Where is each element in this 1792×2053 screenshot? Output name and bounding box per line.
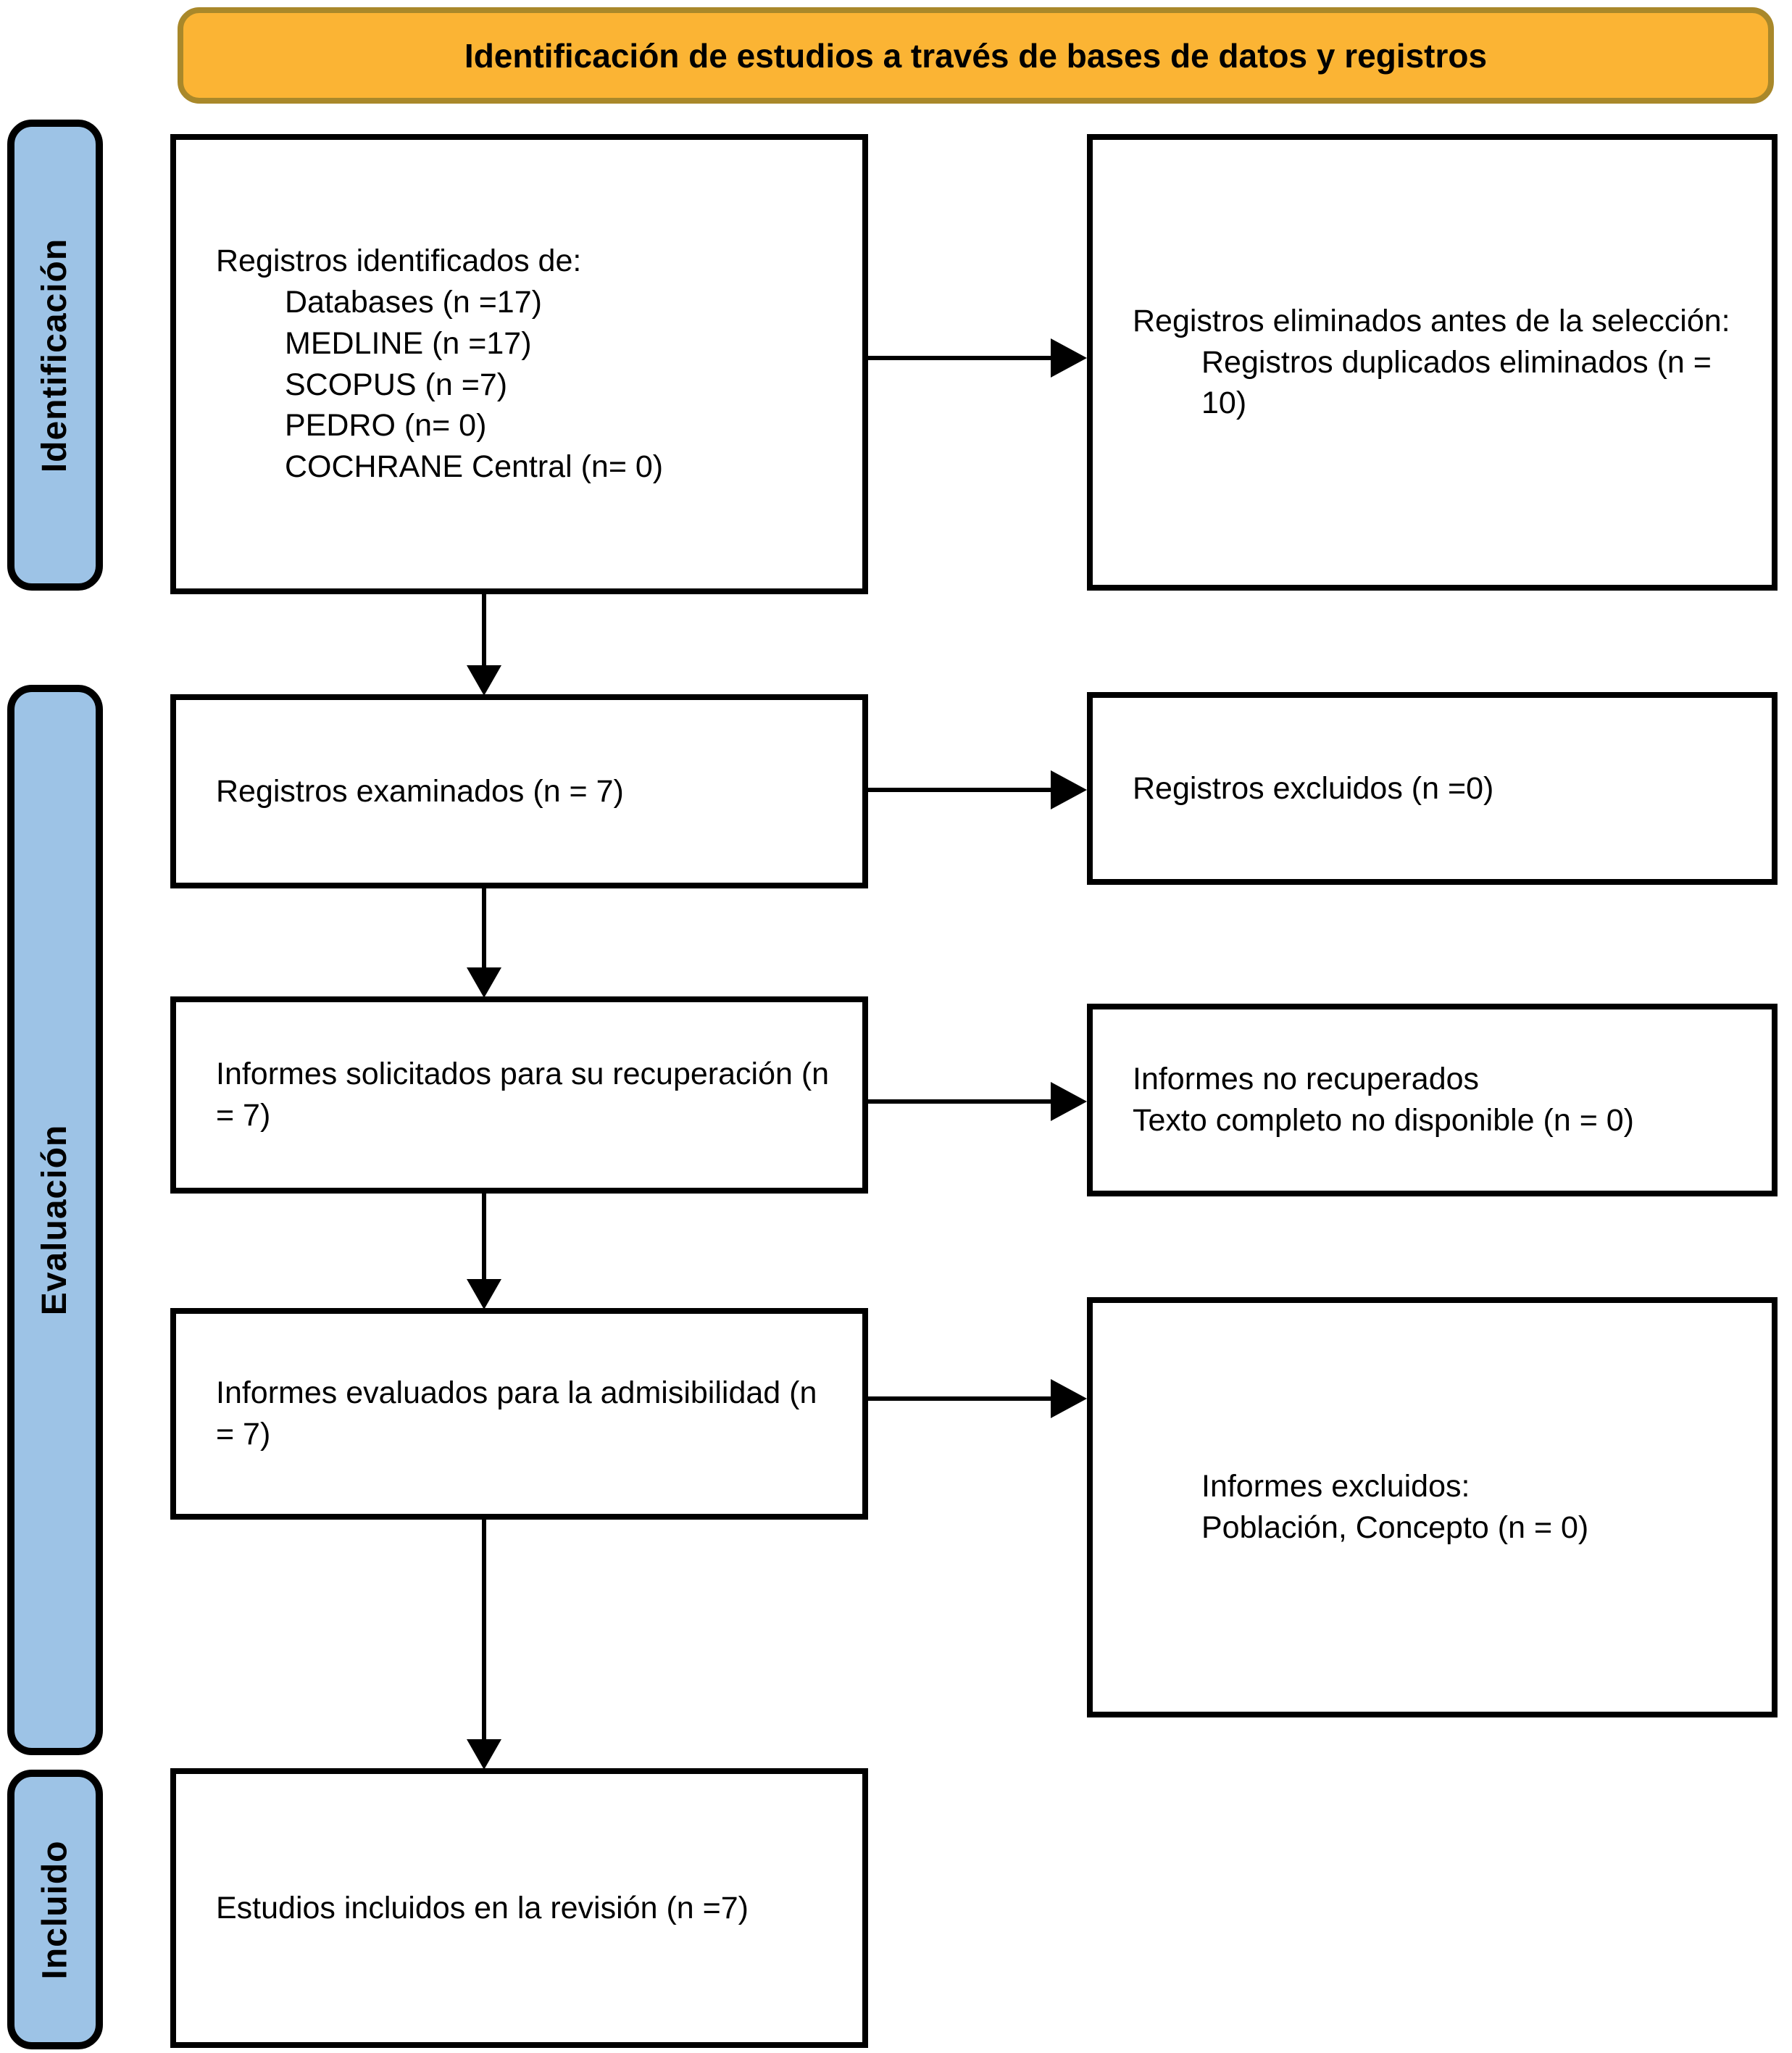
arrow-screened-to-excluded-line [867,788,1054,792]
reports-excluded-intro: Informes excluidos: [1201,1469,1470,1504]
reports-sought-text: Informes solicitados para su recuperació… [216,1057,830,1133]
arrow-identified-to-removed-line [867,356,1054,360]
arrow-identified-to-screened-line [482,594,486,668]
box-records-removed-before-screening: Registros eliminados antes de la selecci… [1087,134,1778,591]
records-excluded-text: Registros excluidos (n =0) [1133,770,1494,806]
stage-label-evaluation: Evaluación [7,685,103,1755]
arrow-assessed-to-included-line [482,1520,486,1742]
box-reports-assessed: Informes evaluados para la admisibilidad… [170,1308,868,1520]
arrow-screened-to-excluded-head [1051,770,1087,809]
records-identified-item: COCHRANE Central (n= 0) [285,449,664,484]
records-identified-item: SCOPUS (n =7) [285,367,508,402]
arrow-sought-to-assessed-line [482,1194,486,1282]
arrow-identified-to-removed-head [1051,338,1087,378]
arrow-assessed-to-reportsexcluded-head [1051,1379,1087,1418]
records-identified-item: PEDRO (n= 0) [285,408,487,444]
box-records-screened: Registros examinados (n = 7) [170,694,868,888]
reports-excluded-item: Población, Concepto (n = 0) [1201,1510,1589,1545]
records-screened-text: Registros examinados (n = 7) [216,773,624,809]
box-reports-excluded: Informes excluidos: Población, Concepto … [1087,1297,1778,1717]
box-reports-not-retrieved: Informes no recuperados Texto completo n… [1087,1004,1778,1196]
records-identified-item: MEDLINE (n =17) [285,325,532,361]
arrow-assessed-to-included-head [467,1739,501,1770]
arrow-sought-to-notretrieved-head [1051,1082,1087,1121]
stage-label-included-text: Incluido [36,1840,75,1979]
stage-label-identification: Identificación [7,120,103,591]
records-identified-item: Databases (n =17) [285,285,542,320]
stage-label-included: Incluido [7,1770,103,2049]
box-records-identified: Registros identificados de: Databases (n… [170,134,868,594]
reports-not-retrieved-line: Informes no recuperados [1133,1062,1480,1097]
diagram-title: Identificación de estudios a través de b… [464,36,1488,75]
records-removed-intro: Registros eliminados antes de la selecci… [1133,303,1730,338]
reports-assessed-text: Informes evaluados para la admisibilidad… [216,1375,817,1452]
box-studies-included: Estudios incluidos en la revisión (n =7) [170,1768,868,2048]
box-records-excluded: Registros excluidos (n =0) [1087,692,1778,885]
stage-label-identification-text: Identificación [36,238,75,472]
arrow-sought-to-notretrieved-line [867,1099,1054,1104]
stage-label-evaluation-text: Evaluación [36,1124,75,1316]
reports-not-retrieved-line: Texto completo no disponible (n = 0) [1133,1103,1634,1138]
diagram-title-banner: Identificación de estudios a través de b… [178,7,1774,104]
arrow-identified-to-screened-head [467,665,501,696]
arrow-screened-to-sought-line [482,888,486,970]
arrow-assessed-to-reportsexcluded-line [867,1396,1054,1401]
arrow-sought-to-assessed-head [467,1279,501,1309]
studies-included-text: Estudios incluidos en la revisión (n =7) [216,1890,749,1925]
box-reports-sought: Informes solicitados para su recuperació… [170,996,868,1194]
arrow-screened-to-sought-head [467,967,501,998]
records-identified-intro: Registros identificados de: [216,243,582,279]
records-removed-item: Registros duplicados eliminados (n = 10) [1201,344,1712,421]
